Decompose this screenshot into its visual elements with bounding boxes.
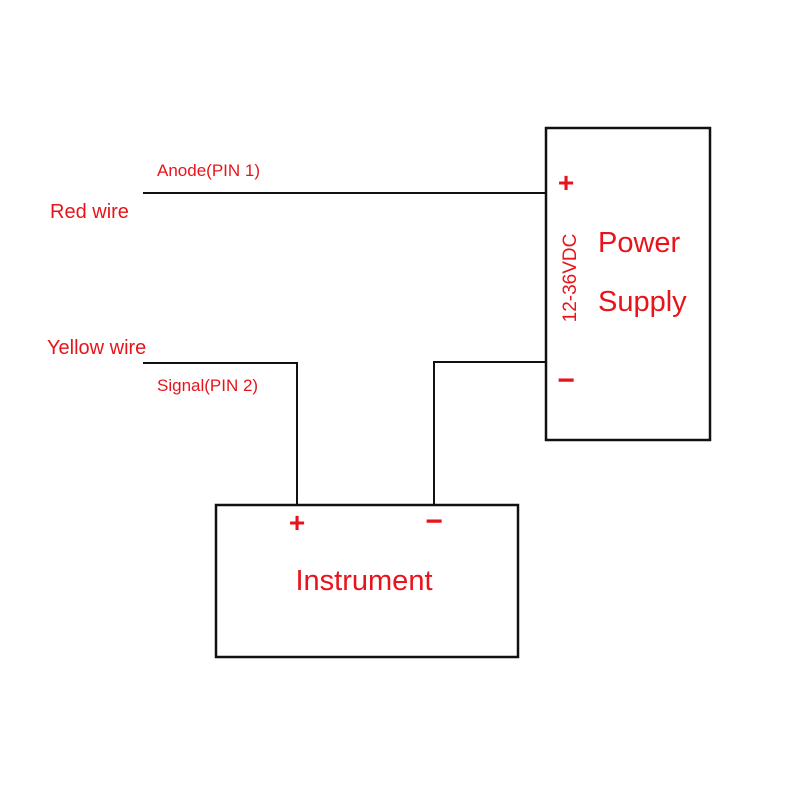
power-supply-voltage-label: 12-36VDC <box>560 234 581 323</box>
yellow-wire-label: Yellow wire <box>47 337 146 359</box>
red-wire-label: Red wire <box>50 201 129 223</box>
instrument-minus-label: − <box>425 505 443 538</box>
instrument-box <box>214 503 520 659</box>
anode-pin-label: Anode(PIN 1) <box>157 161 260 180</box>
power-supply-title-line1: Power <box>598 227 681 259</box>
power-supply-minus-label: − <box>557 364 575 397</box>
instrument-plus-label: + <box>289 507 305 538</box>
power-supply-box <box>544 126 712 442</box>
power-supply-plus-label: + <box>558 167 574 198</box>
signal-pin-label: Signal(PIN 2) <box>157 376 258 395</box>
power-supply-title-line2: Supply <box>598 286 687 318</box>
yellow-wire-line <box>143 362 298 505</box>
return-wire-line <box>433 361 546 505</box>
instrument-title: Instrument <box>296 565 433 597</box>
